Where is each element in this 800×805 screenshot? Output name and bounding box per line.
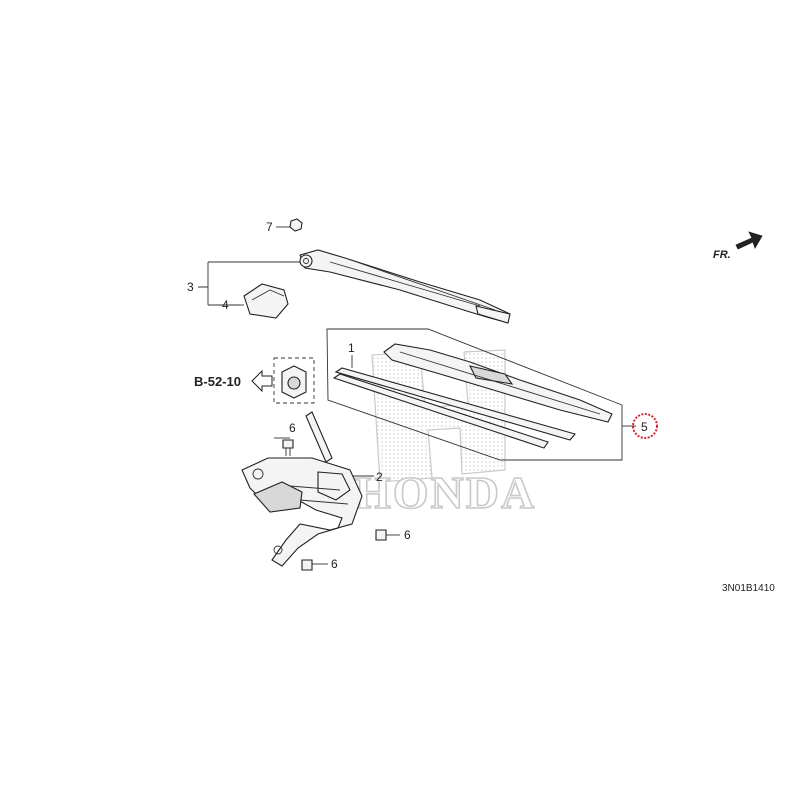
nut-icon bbox=[289, 218, 303, 232]
front-marker-label: FR. bbox=[713, 249, 731, 261]
front-direction-indicator: FR. bbox=[713, 231, 763, 261]
grommet-detail-box bbox=[273, 357, 315, 404]
reference-pointer[interactable]: B-52-10 bbox=[194, 357, 315, 404]
bolt-part-lower: 6 bbox=[301, 557, 338, 571]
highlight-circle bbox=[632, 413, 658, 439]
callout-6-lower: 6 bbox=[331, 557, 338, 571]
callout-1: 1 bbox=[348, 341, 355, 355]
blade-rubber-part: 1 bbox=[332, 341, 576, 449]
callout-2: 2 bbox=[376, 470, 383, 484]
callout-5: 5 bbox=[641, 420, 648, 434]
arm-cap-part: 4 bbox=[222, 283, 289, 319]
blade-assembly-group-box bbox=[326, 328, 623, 461]
nut-part: 7 bbox=[266, 218, 303, 234]
arm-assembly-callout: 3 bbox=[187, 261, 300, 306]
callout-3: 3 bbox=[187, 280, 194, 294]
callout-6-right: 6 bbox=[404, 528, 411, 542]
callout-6-upper: 6 bbox=[289, 421, 296, 435]
diagram-code: 3N01B1410 bbox=[722, 583, 775, 594]
wiper-arm-part bbox=[299, 249, 511, 324]
reference-label: B-52-10 bbox=[194, 374, 241, 389]
callout-4: 4 bbox=[222, 298, 229, 312]
front-arrow-icon bbox=[735, 231, 763, 250]
wiper-blade-part bbox=[383, 343, 613, 423]
bolt-part-upper: 6 bbox=[274, 421, 296, 456]
wiper-motor-part: 2 bbox=[241, 411, 383, 567]
bolt-part-right: 6 bbox=[375, 528, 411, 542]
reference-arrow-icon bbox=[251, 369, 273, 393]
watermark-brand-text: HONDA bbox=[355, 467, 536, 518]
blade-assembly-callout[interactable]: 5 bbox=[622, 413, 658, 439]
callout-7: 7 bbox=[266, 220, 273, 234]
